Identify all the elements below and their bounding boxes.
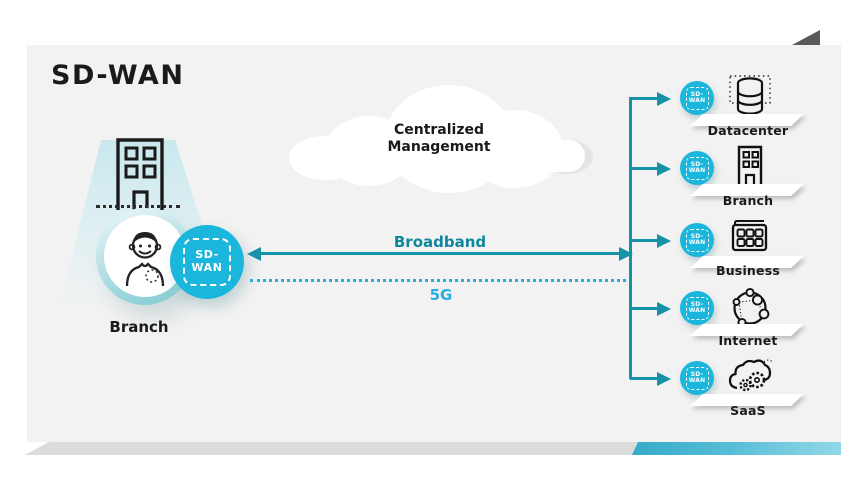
badge-text-line2: WAN bbox=[688, 239, 706, 246]
bottom-band-teal bbox=[632, 442, 841, 455]
sd-wan-badge-icon: SD- WAN bbox=[680, 151, 714, 185]
broadband-line bbox=[260, 252, 620, 255]
sd-wan-badge-icon: SD- WAN bbox=[680, 361, 714, 395]
arrowhead-right-icon bbox=[657, 161, 671, 176]
person-icon bbox=[125, 232, 165, 287]
platform bbox=[690, 114, 804, 126]
node-label-business: Business bbox=[715, 263, 780, 278]
connector-stub bbox=[630, 97, 660, 100]
platform bbox=[690, 324, 804, 336]
platform bbox=[690, 184, 804, 196]
badge-text-line1: SD- bbox=[690, 160, 704, 168]
sd-wan-badge-square: SD- WAN bbox=[685, 296, 709, 320]
office-building-icon bbox=[116, 138, 164, 210]
arrowhead-right-icon bbox=[657, 91, 671, 106]
sd-wan-badge-square: SD- WAN bbox=[183, 238, 231, 286]
badge-text-line1: SD- bbox=[690, 90, 704, 98]
node-label-branch: Branch bbox=[722, 193, 774, 208]
arrowhead-right-icon bbox=[657, 371, 671, 386]
building-icon bbox=[737, 145, 763, 188]
badge-text-line2: WAN bbox=[191, 261, 223, 274]
node-label-datacenter: Datacenter bbox=[707, 123, 789, 138]
badge-text-line2: WAN bbox=[688, 307, 706, 314]
sd-wan-badge-square: SD- WAN bbox=[685, 156, 709, 180]
database-icon bbox=[729, 75, 771, 115]
badge-text-line2: WAN bbox=[688, 97, 706, 104]
badge-text-line1: SD- bbox=[690, 370, 704, 378]
arrowhead-left-icon bbox=[247, 246, 261, 261]
page-title: SD-WAN bbox=[51, 60, 185, 91]
arrowhead-right-icon bbox=[657, 233, 671, 248]
sd-wan-badge-icon: SD- WAN bbox=[680, 291, 714, 325]
sd-wan-badge-icon: SD- WAN bbox=[680, 223, 714, 257]
cloud-label: Centralized Management bbox=[283, 122, 595, 155]
fiveg-label: 5G bbox=[429, 286, 453, 304]
arrowhead-right-icon bbox=[657, 301, 671, 316]
sd-wan-badge-icon: SD- WAN bbox=[680, 81, 714, 115]
badge-text-line1: SD- bbox=[690, 300, 704, 308]
fiveg-dotted-line bbox=[250, 279, 632, 282]
keypad-icon bbox=[731, 220, 768, 252]
badge-text-line1: SD- bbox=[690, 232, 704, 240]
cloud-base bbox=[293, 140, 585, 172]
node-label-saas: SaaS bbox=[730, 403, 766, 418]
sd-wan-badge-square: SD- WAN bbox=[685, 366, 709, 390]
sd-wan-badge-square: SD- WAN bbox=[685, 86, 709, 110]
platform bbox=[690, 256, 804, 268]
connector-trunk-line bbox=[629, 97, 632, 379]
badge-text-line2: WAN bbox=[688, 377, 706, 384]
left-branch-label: Branch bbox=[109, 318, 169, 336]
connector-stub bbox=[630, 377, 660, 380]
connector-stub bbox=[630, 239, 660, 242]
sd-wan-badge-square: SD- WAN bbox=[685, 228, 709, 252]
management-cloud: Centralized Management bbox=[283, 80, 595, 193]
platform bbox=[690, 394, 804, 406]
badge-text-line2: WAN bbox=[688, 167, 706, 174]
network-globe-icon bbox=[732, 287, 770, 328]
badge-text-line1: SD- bbox=[195, 248, 219, 262]
cloud-gears-icon bbox=[728, 359, 773, 392]
cloud-label-line1: Centralized bbox=[393, 122, 485, 138]
connector-stub bbox=[630, 307, 660, 310]
corner-triangle-decoration bbox=[792, 30, 820, 45]
sd-wan-badge-icon: SD- WAN bbox=[170, 225, 244, 299]
broadband-label: Broadband bbox=[393, 233, 487, 251]
cloud-label-line2: Management bbox=[387, 138, 491, 155]
connector-stub bbox=[630, 167, 660, 170]
node-label-internet: Internet bbox=[718, 333, 778, 348]
building-baseline-dots bbox=[96, 205, 180, 208]
